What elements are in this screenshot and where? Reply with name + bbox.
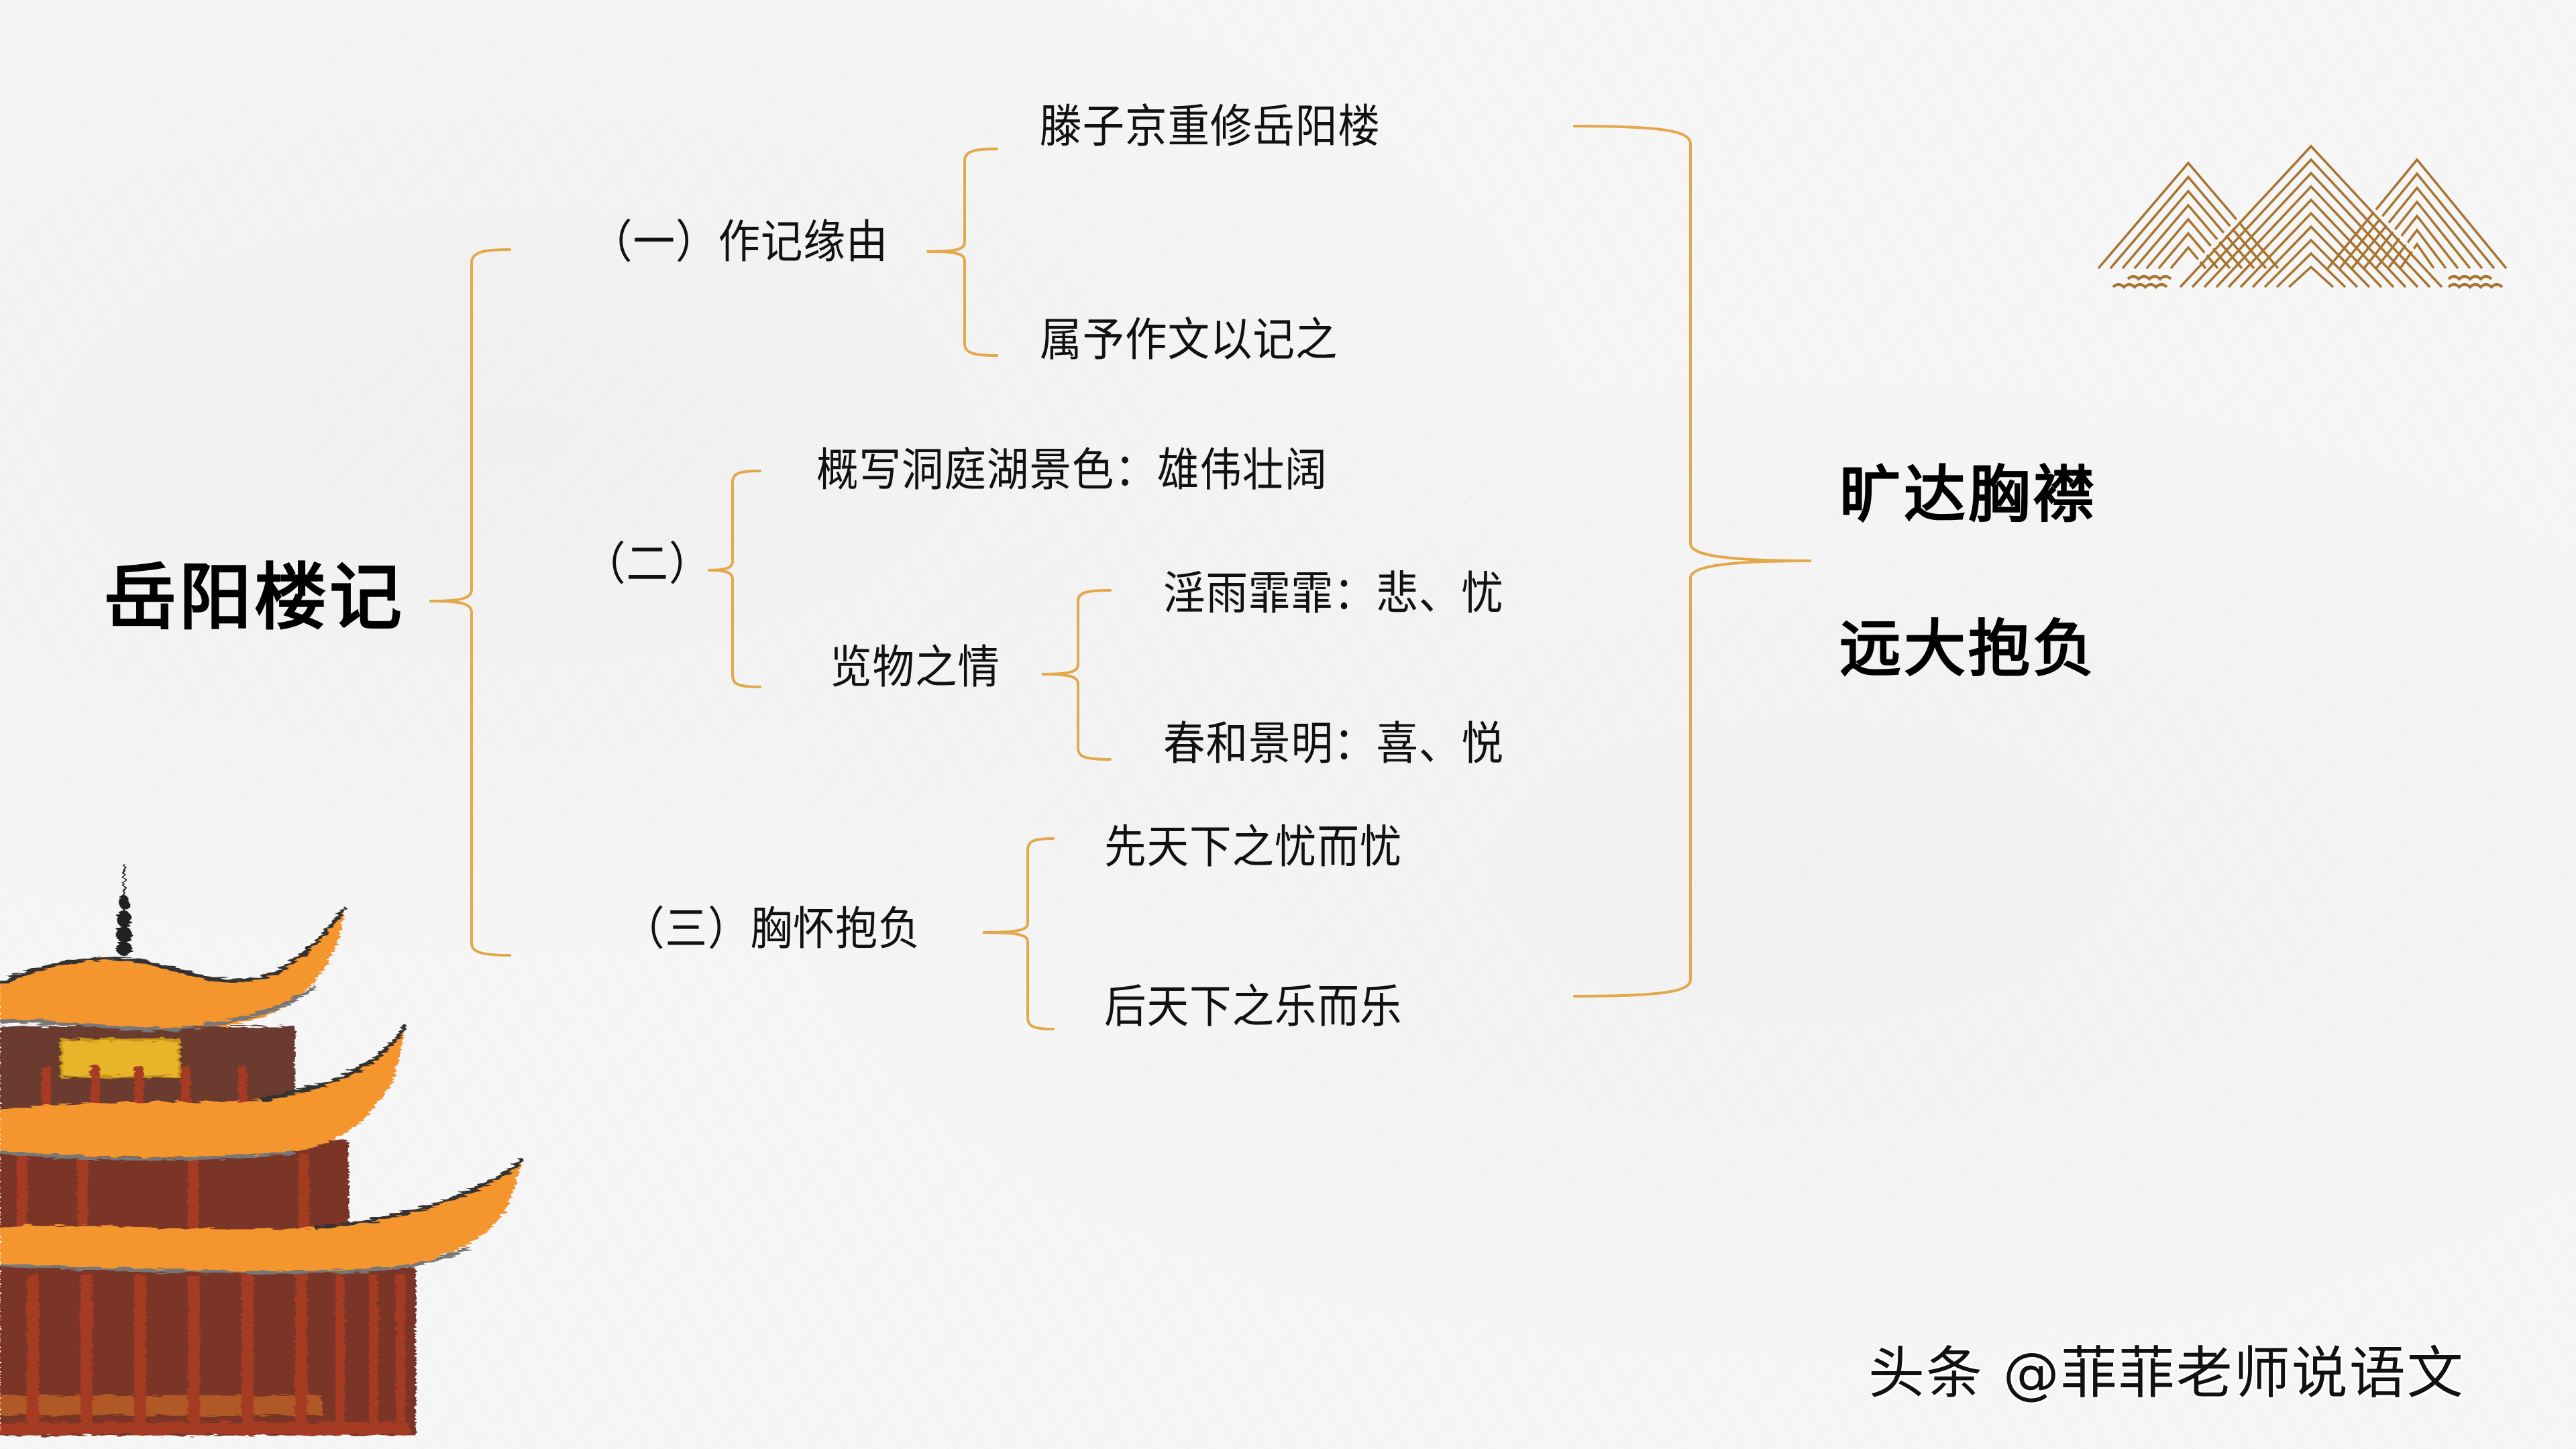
section-2-bracket	[707, 470, 761, 688]
page-title: 岳阳楼记	[104, 556, 405, 640]
section-1-item: 滕子京重修岳阳楼	[1040, 101, 1381, 154]
feeling-item: 淫雨霏霏：悲、忧	[1163, 568, 1504, 621]
section-3-bracket	[982, 837, 1055, 1030]
section-1-item: 属予作文以记之	[1040, 314, 1338, 367]
section-3-item: 先天下之忧而忧	[1104, 821, 1403, 874]
summary-ambition: 远大抱负	[1839, 613, 2098, 685]
lake-overview: 概写洞庭湖景色：雄伟壮阔	[816, 444, 1328, 497]
watermark: 头条 @菲菲老师说语文	[1868, 1340, 2465, 1406]
section-1-bracket	[926, 148, 998, 357]
summary-bracket	[1573, 125, 1812, 998]
section-3-item: 后天下之乐而乐	[1104, 981, 1403, 1034]
summary-broad-mind: 旷达胸襟	[1839, 459, 2098, 531]
main-bracket	[429, 248, 511, 957]
feelings-bracket	[1041, 589, 1112, 761]
feeling-item: 春和景明：喜、悦	[1163, 718, 1504, 771]
section-3-label: （三）胸怀抱负	[623, 903, 921, 956]
feelings-label: 览物之情	[830, 641, 1000, 694]
section-2-label: （二）	[584, 538, 712, 591]
section-1-label: （一）作记缘由	[590, 216, 889, 269]
